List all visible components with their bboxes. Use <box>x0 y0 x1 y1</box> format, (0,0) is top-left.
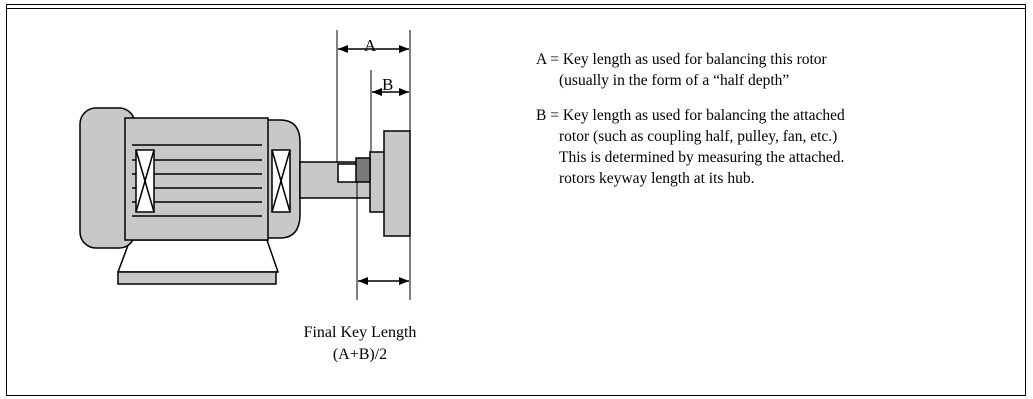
label-a: A <box>364 36 377 55</box>
definition-a-line2: (usually in the form of a “half depth” <box>559 72 790 89</box>
caption-formula: (A+B)/2 <box>332 346 388 363</box>
definition-b: B = Key length as used for balancing the… <box>536 105 1006 189</box>
definition-b-line1: B = Key length as used for balancing the… <box>536 107 845 124</box>
hub-key <box>355 157 371 183</box>
definition-b-line2: rotor (such as coupling half, pulley, fa… <box>559 128 838 145</box>
coupling-hub <box>369 151 386 213</box>
shaft-key <box>337 163 359 183</box>
definition-a-line1: A = Key length as used for balancing thi… <box>536 51 827 68</box>
definition-b-line3: This is determined by measuring the atta… <box>559 149 845 166</box>
figure-frame <box>6 4 1026 396</box>
dimension-lines <box>336 30 411 300</box>
motor-base <box>116 239 280 285</box>
label-b: B <box>382 75 394 94</box>
definition-b-line4: rotors keyway length at its hub. <box>559 170 755 187</box>
frame-top-rule <box>6 8 1026 9</box>
definitions: A = Key length as used for balancing thi… <box>536 49 1006 203</box>
caption-final-key-length: Final Key Length <box>303 324 417 341</box>
motor-bearing-left <box>135 149 155 213</box>
motor-bearing-right <box>271 149 291 213</box>
coupling-flange <box>383 130 411 237</box>
definition-a: A = Key length as used for balancing thi… <box>536 49 1006 91</box>
